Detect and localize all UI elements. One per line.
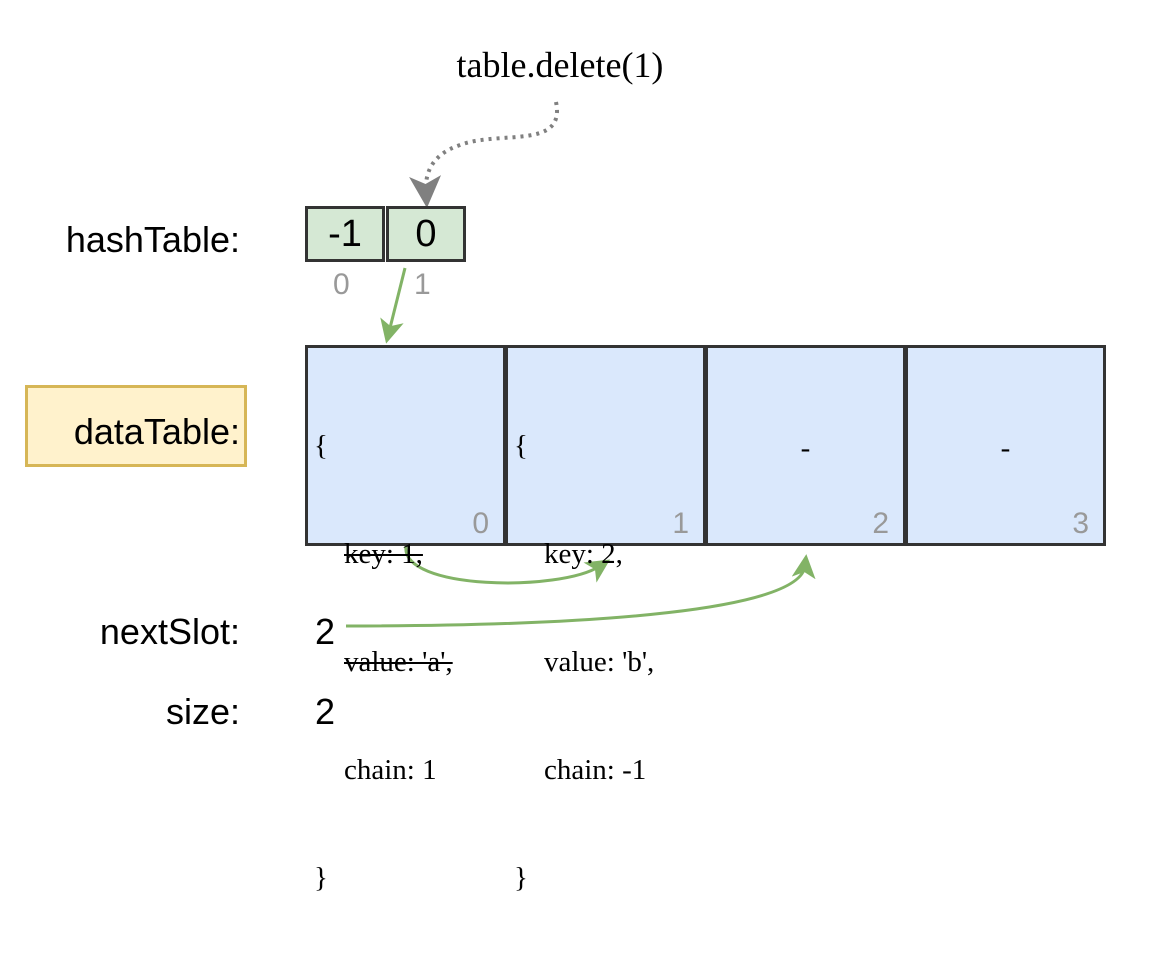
next-slot-value: 2 [315, 611, 336, 652]
entry-close: } [514, 862, 528, 894]
data-table-highlight [25, 385, 247, 467]
entry-close: } [314, 862, 328, 894]
entry-value-deleted: value: 'a', [344, 646, 453, 678]
chain-arrow [404, 545, 611, 585]
entry-key-deleted: key: 1, [344, 538, 423, 570]
hash-cell-1: 0 [386, 206, 466, 262]
size-value: 2 [315, 691, 336, 732]
hash-cell-0: -1 [305, 206, 385, 262]
data-index-1: 1 [672, 507, 689, 540]
entry-chain: chain: 1 [344, 754, 437, 786]
data-cell-2: - 2 [705, 345, 906, 546]
operation-label: table.delete(1) [456, 45, 664, 85]
entry-0: { key: 1, value: 'a', chain: 1 } [314, 356, 453, 968]
hash-to-data-arrow [380, 267, 407, 344]
hash-index-0: 0 [333, 268, 350, 301]
operation-pointer-arrow [409, 101, 559, 208]
entry-key: key: 2, [544, 538, 623, 570]
data-cell-1: { key: 2, value: 'b', chain: -1 } 1 [505, 345, 706, 894]
next-slot-label: nextSlot: [99, 611, 240, 652]
data-cell-3: - 3 [905, 345, 1106, 546]
entry-chain: chain: -1 [544, 754, 647, 786]
entry-open: { [314, 430, 328, 462]
next-slot-arrow [345, 554, 816, 628]
data-index-2: 2 [872, 507, 889, 540]
entry-value: value: 'b', [544, 646, 655, 678]
entry-open: { [514, 430, 528, 462]
data-cell-0: { key: 1, value: 'a', chain: 1 } 0 [305, 345, 506, 894]
data-table-label: dataTable: [73, 411, 240, 452]
entry-1: { key: 2, value: 'b', chain: -1 } [514, 356, 654, 968]
empty-slot-marker: - [800, 432, 811, 464]
data-index-3: 3 [1072, 507, 1089, 540]
data-index-0: 0 [472, 507, 489, 540]
empty-slot-marker: - [1000, 432, 1011, 464]
size-label: size: [165, 691, 240, 732]
hash-index-1: 1 [414, 268, 431, 301]
hash-table-label: hashTable: [65, 219, 240, 260]
arrows-layer [345, 101, 816, 628]
